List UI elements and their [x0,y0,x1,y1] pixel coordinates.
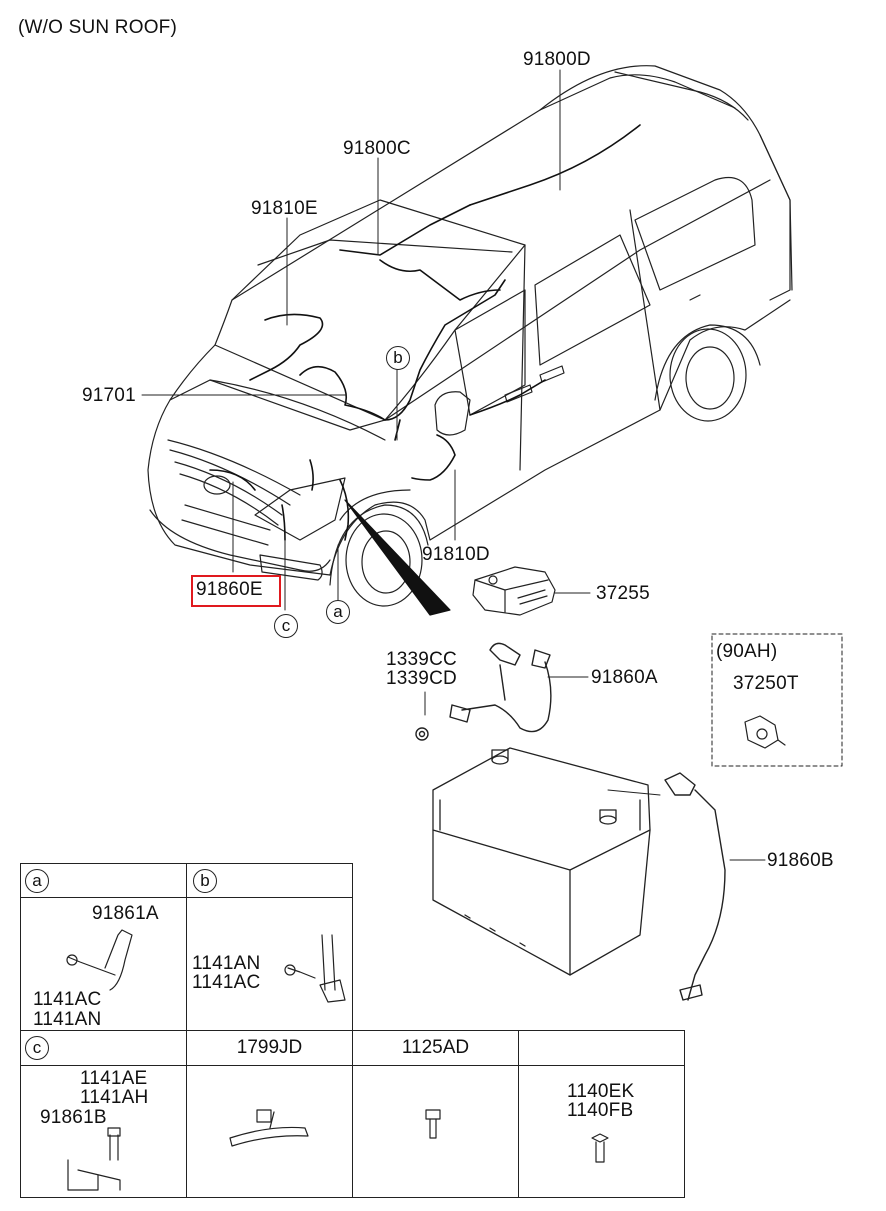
table-head-empty [518,1030,685,1066]
van-illustration [147,65,793,607]
table-cell-1140 [518,1065,685,1198]
part-label-91800d: 91800D [523,49,591,70]
battery-illustration [432,747,651,976]
variant-note: (W/O SUN ROOF) [18,17,178,38]
table-cell-1799jd [186,1065,353,1198]
table-a-bolt-1: 1141AC [33,989,102,1010]
table-head-a: a [20,863,187,898]
table-b-bolt-1: 1141AN [192,953,261,974]
wiring-harness-lines [209,124,641,541]
part-label-91800c: 91800C [343,138,411,159]
table-a-part: 91861A [92,903,159,924]
highlight-box-91860e [191,575,281,607]
table-c-part: 91861B [40,1107,107,1128]
part-label-91860a: 91860A [591,667,658,688]
table-callout-b: b [193,869,217,893]
table-callout-c: c [25,1036,49,1060]
part-label-1339cc: 1339CC [386,649,457,670]
clip-1799jd-illustration [229,1109,309,1147]
table-1140-part-1: 1140EK [567,1081,635,1102]
table-c-bolt-1: 1141AE [80,1068,148,1089]
table-cell-1125ad [352,1065,519,1198]
table-head-1125ad: 1125AD [352,1030,519,1066]
part-label-91810d: 91810D [422,544,490,565]
bolt-1125ad-illustration [425,1109,441,1139]
table-callout-a: a [25,869,49,893]
part-label-91701: 91701 [82,385,136,406]
cable-91860b [664,772,726,1001]
table-1140-part-2: 1140FB [567,1100,634,1121]
table-head-c: c [20,1030,187,1066]
terminal-37250t [744,715,786,749]
callout-b: b [386,346,410,370]
part-label-91810e: 91810E [251,198,318,219]
leader-lines [141,69,766,861]
detail-b-illustration [284,934,346,1003]
fuse-box-37255 [472,566,556,616]
part-label-91860e[interactable]: 91860E [196,579,263,600]
part-label-90ah: (90AH) [716,641,778,662]
part-label-37250t: 37250T [733,673,799,694]
callout-a: a [326,600,350,624]
detail-a-illustration [66,929,133,991]
table-head-b: b [186,863,353,898]
leader-wedge [344,499,451,616]
box-90ah [711,633,843,767]
table-head-1799jd: 1799JD [186,1030,353,1066]
part-label-91860b: 91860B [767,850,834,871]
part-label-37255: 37255 [596,583,650,604]
table-a-bolt-2: 1141AN [33,1009,102,1030]
table-c-bolt-2: 1141AH [80,1087,149,1108]
cable-91860a [415,642,552,741]
detail-c-illustration [67,1127,121,1191]
bolt-1140ek-illustration [591,1133,609,1163]
callout-c: c [274,614,298,638]
table-b-bolt-2: 1141AC [192,972,261,993]
part-label-1339cd: 1339CD [386,668,457,689]
